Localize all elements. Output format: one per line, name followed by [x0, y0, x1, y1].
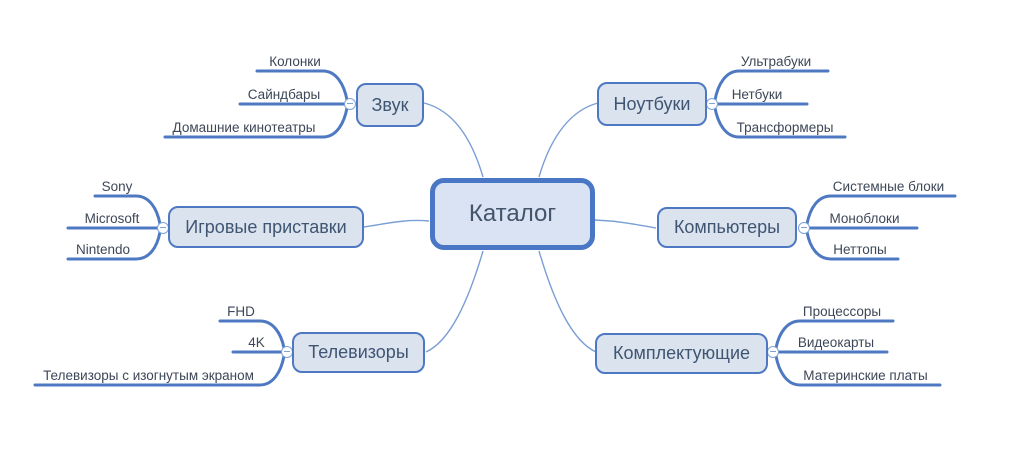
- root-node-catalog[interactable]: Каталог: [430, 178, 595, 250]
- leafline-motherboards: [774, 354, 942, 387]
- leaf-system-units-label: Системные блоки: [832, 179, 945, 194]
- branch-node-sound[interactable]: Звук: [356, 83, 424, 127]
- branch-node-computers-label: Компьютеры: [673, 217, 781, 237]
- leaf-fhd-label: FHD: [227, 304, 255, 319]
- leaf-netbooks[interactable]: Нетбуки: [716, 84, 798, 102]
- connector-root-components: [538, 250, 597, 353]
- leaf-motherboards[interactable]: Материнские платы: [791, 365, 940, 383]
- branch-node-components-label: Комплектующие: [612, 343, 751, 363]
- leafline-system-units: [805, 194, 957, 226]
- leaf-fhd[interactable]: FHD: [218, 301, 264, 319]
- leaf-nettops-label: Неттопы: [833, 242, 887, 257]
- leaf-monoblocks-label: Моноблоки: [829, 211, 900, 226]
- connector-root-tvs: [425, 250, 484, 353]
- collapse-toggle-components-icon[interactable]: [767, 346, 779, 358]
- connector-root-sound: [423, 102, 484, 178]
- leaf-nettops[interactable]: Неттопы: [822, 239, 898, 257]
- branch-node-tvs[interactable]: Телевизоры: [292, 332, 425, 373]
- branch-node-sound-label: Звук: [371, 94, 409, 115]
- branch-node-consoles-label: Игровые приставки: [185, 216, 347, 237]
- leafline-nintendo: [66, 230, 162, 261]
- leafline-fhd: [218, 319, 286, 350]
- leaf-nintendo-label: Nintendo: [75, 242, 131, 257]
- leaf-system-units[interactable]: Системные блоки: [822, 176, 955, 194]
- leaf-4k-label: 4K: [248, 335, 265, 350]
- leaf-transformers[interactable]: Трансформеры: [726, 117, 844, 135]
- leaf-netbooks-label: Нетбуки: [731, 87, 783, 102]
- leaf-video-cards[interactable]: Видеокарты: [785, 332, 887, 350]
- leaf-ultrabooks[interactable]: Ультрабуки: [726, 51, 826, 69]
- leaf-ultrabooks-label: Ультрабуки: [740, 54, 812, 69]
- collapse-toggle-computers-icon[interactable]: [798, 222, 810, 234]
- branch-node-components[interactable]: Комплектующие: [595, 333, 768, 374]
- leafline-transformers: [713, 106, 847, 139]
- leaf-curved-tvs-label: Телевизоры с изогнутым экраном: [43, 368, 254, 383]
- leaf-soundbars-label: Сайндбары: [247, 87, 321, 102]
- root-node-label: Каталог: [468, 200, 557, 227]
- leaf-microsoft[interactable]: Microsoft: [66, 208, 158, 226]
- leaf-video-cards-label: Видеокарты: [797, 335, 875, 350]
- leaf-home-theaters[interactable]: Домашние кинотеатры: [160, 117, 328, 135]
- branch-node-tvs-label: Телевизоры: [308, 342, 409, 362]
- leaf-transformers-label: Трансформеры: [736, 120, 834, 135]
- connector-root-laptops: [538, 102, 599, 178]
- connector-root-consoles: [363, 219, 430, 228]
- leaf-motherboards-label: Материнские платы: [803, 368, 928, 383]
- leaf-monoblocks[interactable]: Моноблоки: [812, 208, 917, 226]
- leaf-4k[interactable]: 4K: [231, 332, 282, 350]
- leaf-curved-tvs[interactable]: Телевизоры с изогнутым экраном: [33, 365, 264, 383]
- leaf-processors[interactable]: Процессоры: [791, 301, 893, 319]
- leafline-speakers: [255, 69, 349, 102]
- leaf-sony-label: Sony: [101, 179, 133, 194]
- branch-node-computers[interactable]: Компьютеры: [657, 207, 797, 248]
- leafline-sony: [93, 194, 162, 226]
- leaf-processors-label: Процессоры: [802, 304, 882, 319]
- leaf-soundbars[interactable]: Сайндбары: [238, 84, 330, 102]
- leafline-nettops: [805, 230, 900, 261]
- branch-node-laptops-label: Ноутбуки: [613, 93, 691, 114]
- leaf-home-theaters-label: Домашние кинотеатры: [172, 120, 316, 135]
- collapse-toggle-sound-icon[interactable]: [344, 98, 356, 110]
- branch-node-laptops[interactable]: Ноутбуки: [597, 82, 707, 126]
- leaf-speakers[interactable]: Колонки: [255, 51, 335, 69]
- leafline-curved-tvs: [33, 354, 286, 387]
- leaf-speakers-label: Колонки: [269, 54, 321, 69]
- leafline-ultrabooks: [713, 69, 830, 102]
- leaf-microsoft-label: Microsoft: [84, 211, 140, 226]
- branch-node-consoles[interactable]: Игровые приставки: [168, 206, 364, 248]
- leafline-processors: [774, 319, 895, 350]
- leaf-nintendo[interactable]: Nintendo: [66, 239, 140, 257]
- leafline-home-theaters: [163, 106, 349, 139]
- connector-root-computers: [594, 219, 657, 229]
- leaf-sony[interactable]: Sony: [93, 176, 141, 194]
